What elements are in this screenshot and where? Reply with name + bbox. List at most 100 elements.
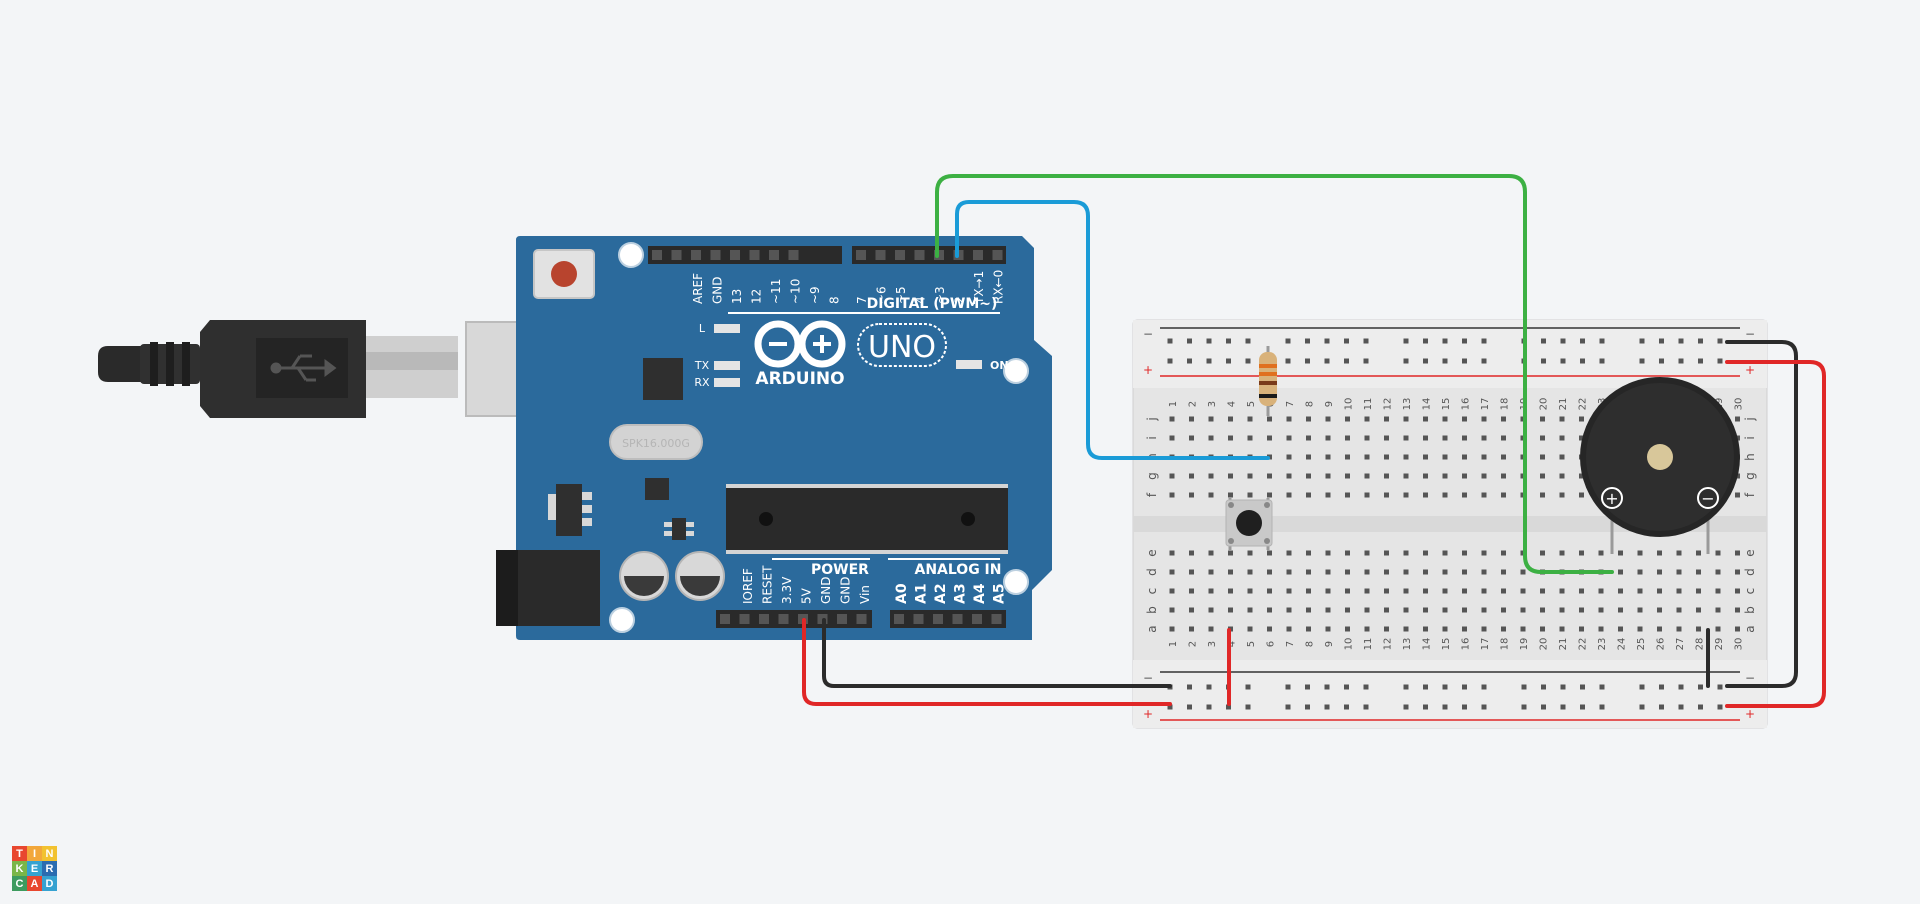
crystal: SPK16.000G: [609, 424, 703, 460]
breadboard-holes: [1167, 338, 1740, 710]
wire-green[interactable]: [935, 174, 1614, 574]
push-button[interactable]: [1225, 498, 1273, 550]
column-number: 15: [1441, 398, 1452, 411]
column-number: 11: [1363, 638, 1374, 651]
column-number: 1: [1168, 401, 1179, 407]
row-label: f: [1145, 492, 1159, 497]
row-label: b: [1743, 606, 1757, 614]
svg-text:+: +: [1745, 363, 1755, 377]
atmega-chip: [726, 484, 1008, 554]
digital-pin-label: ~11: [769, 279, 783, 304]
digital-pin-label: 4: [914, 296, 928, 304]
logo-letter: R: [42, 861, 57, 876]
power-pin-label: Vin: [858, 585, 872, 604]
column-number: 2: [1188, 641, 1199, 647]
buzzer-minus-icon: −: [1697, 487, 1719, 509]
digital-pin-label: 7: [855, 296, 869, 304]
resistor[interactable]: [1259, 346, 1277, 416]
row-label: d: [1743, 568, 1757, 576]
row-label: i: [1145, 436, 1159, 439]
column-number: 30: [1734, 638, 1745, 651]
column-number: 14: [1422, 638, 1433, 651]
svg-text:+: +: [1605, 489, 1618, 508]
wire-black-gnd[interactable]: [822, 618, 1172, 688]
column-number: 5: [1246, 641, 1257, 647]
piezo-buzzer[interactable]: + −: [1580, 377, 1740, 554]
digital-pin-label: 8: [828, 296, 842, 304]
uno-model: UNO: [868, 330, 936, 365]
small-chip: [645, 478, 669, 500]
svg-text:−: −: [1701, 489, 1714, 508]
transistor: [664, 518, 694, 540]
capacitor-1: [619, 551, 669, 601]
led-label-tx: TX: [694, 359, 710, 372]
column-number: 9: [1324, 641, 1335, 647]
column-number: 18: [1500, 638, 1511, 651]
analog-pin-label: A0: [894, 583, 910, 604]
column-number: 7: [1285, 641, 1296, 647]
wires[interactable]: [802, 174, 1826, 708]
column-number: 15: [1441, 638, 1452, 651]
row-label: a: [1145, 625, 1159, 632]
column-number: 2: [1188, 401, 1199, 407]
row-label: c: [1743, 588, 1757, 595]
wire-blue[interactable]: [955, 200, 1270, 460]
power-jack: [496, 550, 600, 626]
reset-button[interactable]: [533, 249, 595, 299]
column-number: 12: [1383, 638, 1394, 651]
power-header: [716, 610, 872, 628]
digital-pin-label: 12: [750, 289, 764, 304]
row-label: g: [1743, 472, 1757, 480]
svg-text:−: −: [1143, 671, 1153, 685]
row-label: h: [1743, 453, 1757, 461]
column-number: 25: [1636, 638, 1647, 651]
row-label: a: [1743, 625, 1757, 632]
row-label: b: [1145, 606, 1159, 614]
power-pin-label: IOREF: [741, 568, 755, 604]
analog-in-label: ANALOG IN: [914, 562, 1001, 578]
column-number: 21: [1558, 398, 1569, 411]
digital-pin-label: RX←0: [992, 270, 1006, 304]
column-number: 21: [1558, 638, 1569, 651]
column-number: 8: [1305, 641, 1316, 647]
row-label: e: [1743, 549, 1757, 556]
logo-letter: I: [27, 846, 42, 861]
uno-badge: [857, 323, 947, 367]
logo-letter: K: [12, 861, 27, 876]
svg-text:SPK16.000G: SPK16.000G: [622, 437, 690, 450]
row-label: j: [1743, 417, 1757, 421]
logo-letter: C: [12, 876, 27, 891]
buzzer-plus-icon: +: [1601, 487, 1623, 509]
column-number: 11: [1363, 398, 1374, 411]
digital-header-right: [852, 246, 1006, 264]
svg-text:+: +: [1745, 707, 1755, 721]
logo-symbols-icon: [769, 335, 831, 353]
digital-pin-label: GND: [711, 276, 725, 304]
column-number: 13: [1402, 638, 1413, 651]
digital-pin-label: ~6: [875, 286, 889, 304]
svg-text:−: −: [1745, 327, 1755, 341]
arduino-brand: ARDUINO: [755, 369, 844, 389]
column-number: 10: [1344, 398, 1355, 411]
svg-text:−: −: [1143, 327, 1153, 341]
digital-pin-label: TX→1: [972, 271, 986, 305]
analog-header: [890, 610, 1006, 628]
column-number: 26: [1656, 638, 1667, 651]
power-pin-label: RESET: [761, 565, 775, 604]
wire-red-rail-link[interactable]: [1725, 360, 1826, 708]
column-number: 17: [1480, 398, 1491, 411]
usb-icon: [270, 354, 337, 382]
power-pin-label: GND: [839, 576, 853, 604]
wire-black-rail-link[interactable]: [1725, 340, 1798, 688]
column-number: 13: [1402, 398, 1413, 411]
analog-pin-label: A1: [914, 583, 930, 604]
led-label-l: L: [699, 322, 706, 335]
tinkercad-logo: T I N K E R C A D: [12, 846, 57, 891]
wire-red-5v[interactable]: [802, 618, 1172, 706]
logo-letter: E: [27, 861, 42, 876]
svg-text:−: −: [1745, 671, 1755, 685]
column-number: 19: [1519, 638, 1530, 651]
